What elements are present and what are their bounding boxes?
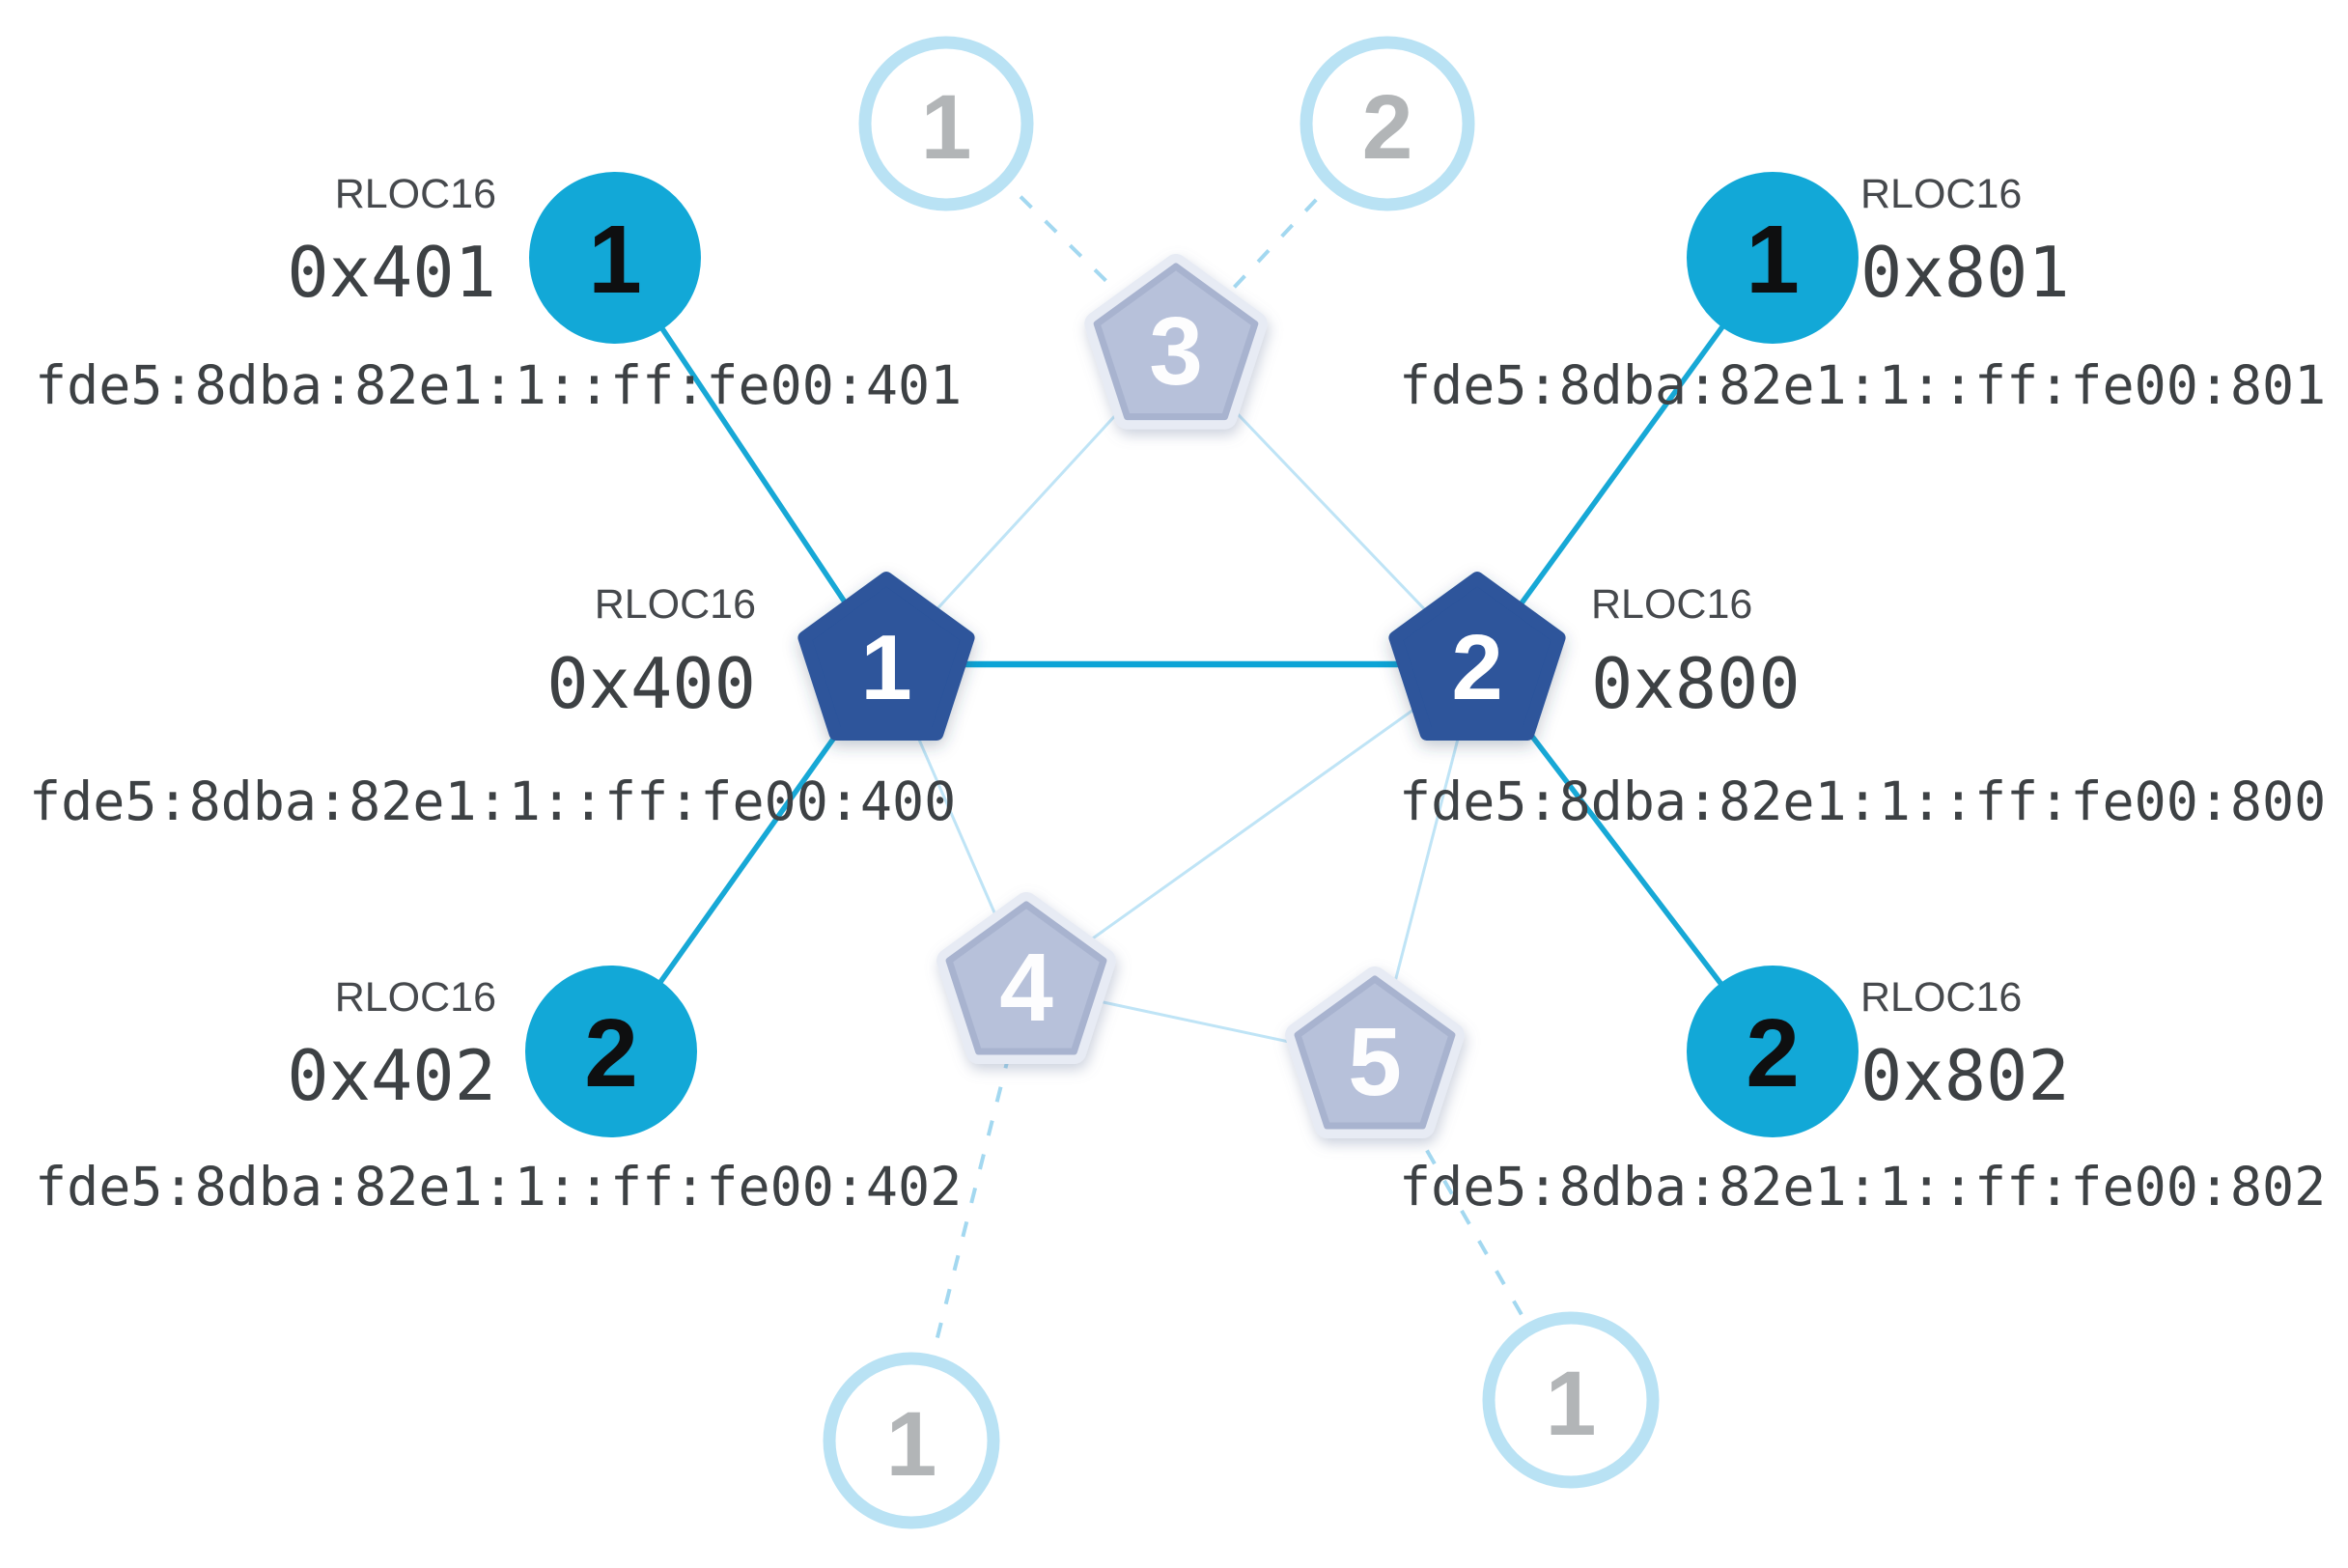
end-device-circle <box>1687 172 1859 344</box>
node-number: 2 <box>1746 999 1800 1107</box>
faded-router-pentagon <box>1294 975 1456 1130</box>
node-router-3-router: 3 <box>1084 254 1268 430</box>
node-number: 1 <box>921 76 972 179</box>
node-number: 3 <box>1149 297 1203 406</box>
child-802-rloc16-label: RLOC16 <box>1860 974 2022 1021</box>
faded-end-device-circle <box>858 36 1034 211</box>
faded-end-device-circle <box>1300 36 1475 211</box>
node-number: 1 <box>860 616 911 719</box>
end-device-circle <box>529 172 701 344</box>
router-pentagon <box>1388 572 1566 741</box>
child-801-rloc16-label: RLOC16 <box>1860 171 2022 217</box>
router-pentagon <box>797 572 975 741</box>
child-401-rloc16-label: RLOC16 <box>335 171 496 217</box>
node-number: 2 <box>1451 616 1502 719</box>
faded-end-device-circle <box>1482 1311 1660 1489</box>
child-402-ipv6-address: fde5:8dba:82e1:1::ff:fe00:402 <box>35 1156 962 1218</box>
link-router-2--router-4 <box>1024 662 1479 988</box>
router-2-rloc16-value: 0x800 <box>1591 643 1801 724</box>
node-number: 2 <box>1362 76 1413 179</box>
child-402-rloc16-value: 0x402 <box>287 1035 496 1116</box>
node-child-801-end-device: 1 <box>1687 172 1859 344</box>
node-number: 2 <box>584 999 638 1107</box>
child-801-rloc16-value: 0x801 <box>1860 232 2070 313</box>
node-child-401-end-device: 1 <box>529 172 701 344</box>
node-child-402-end-device: 2 <box>525 966 697 1137</box>
faded-router-pentagon <box>1093 263 1259 421</box>
router-1-rloc16-value: 0x400 <box>546 643 756 724</box>
faded-end-device-circle <box>823 1352 1000 1529</box>
nodes-layer: 1 2 3 4 5 1 1 2 2 1 2 1 1 <box>525 36 1859 1529</box>
router-2-ipv6-address: fde5:8dba:82e1:1::ff:fe00:800 <box>1399 770 2326 832</box>
node-child-bottom-1-end-device: 1 <box>823 1352 1000 1529</box>
child-801-ipv6-address: fde5:8dba:82e1:1::ff:fe00:801 <box>1399 354 2326 416</box>
child-802-ipv6-address: fde5:8dba:82e1:1::ff:fe00:802 <box>1399 1156 2326 1218</box>
node-number: 1 <box>886 1393 937 1496</box>
node-router-1-router: 1 <box>797 572 975 741</box>
node-child-802-end-device: 2 <box>1687 966 1859 1137</box>
node-child-top-1-end-device: 1 <box>858 36 1034 211</box>
child-402-rloc16-label: RLOC16 <box>335 974 496 1021</box>
node-number: 4 <box>999 934 1053 1042</box>
node-child-top-2-end-device: 2 <box>1300 36 1475 211</box>
end-device-circle <box>525 966 697 1137</box>
labels-layer: RLOC160x401fde5:8dba:82e1:1::ff:fe00:401… <box>29 171 2326 1218</box>
child-401-rloc16-value: 0x401 <box>287 232 496 313</box>
node-number: 5 <box>1348 1008 1402 1116</box>
node-number: 1 <box>588 206 642 314</box>
node-router-2-router: 2 <box>1388 572 1566 741</box>
router-2-rloc16-label: RLOC16 <box>1591 581 1752 628</box>
node-number: 1 <box>1546 1353 1597 1455</box>
faded-router-pentagon <box>945 901 1107 1055</box>
end-device-circle <box>1687 966 1859 1137</box>
node-router-5-router: 5 <box>1285 966 1465 1138</box>
node-number: 1 <box>1746 206 1800 314</box>
node-child-bottom-2-end-device: 1 <box>1482 1311 1660 1489</box>
router-1-ipv6-address: fde5:8dba:82e1:1::ff:fe00:400 <box>29 770 956 832</box>
child-802-rloc16-value: 0x802 <box>1860 1035 2070 1116</box>
node-router-4-router: 4 <box>936 892 1116 1064</box>
router-1-rloc16-label: RLOC16 <box>595 581 756 628</box>
child-401-ipv6-address: fde5:8dba:82e1:1::ff:fe00:401 <box>35 354 962 416</box>
